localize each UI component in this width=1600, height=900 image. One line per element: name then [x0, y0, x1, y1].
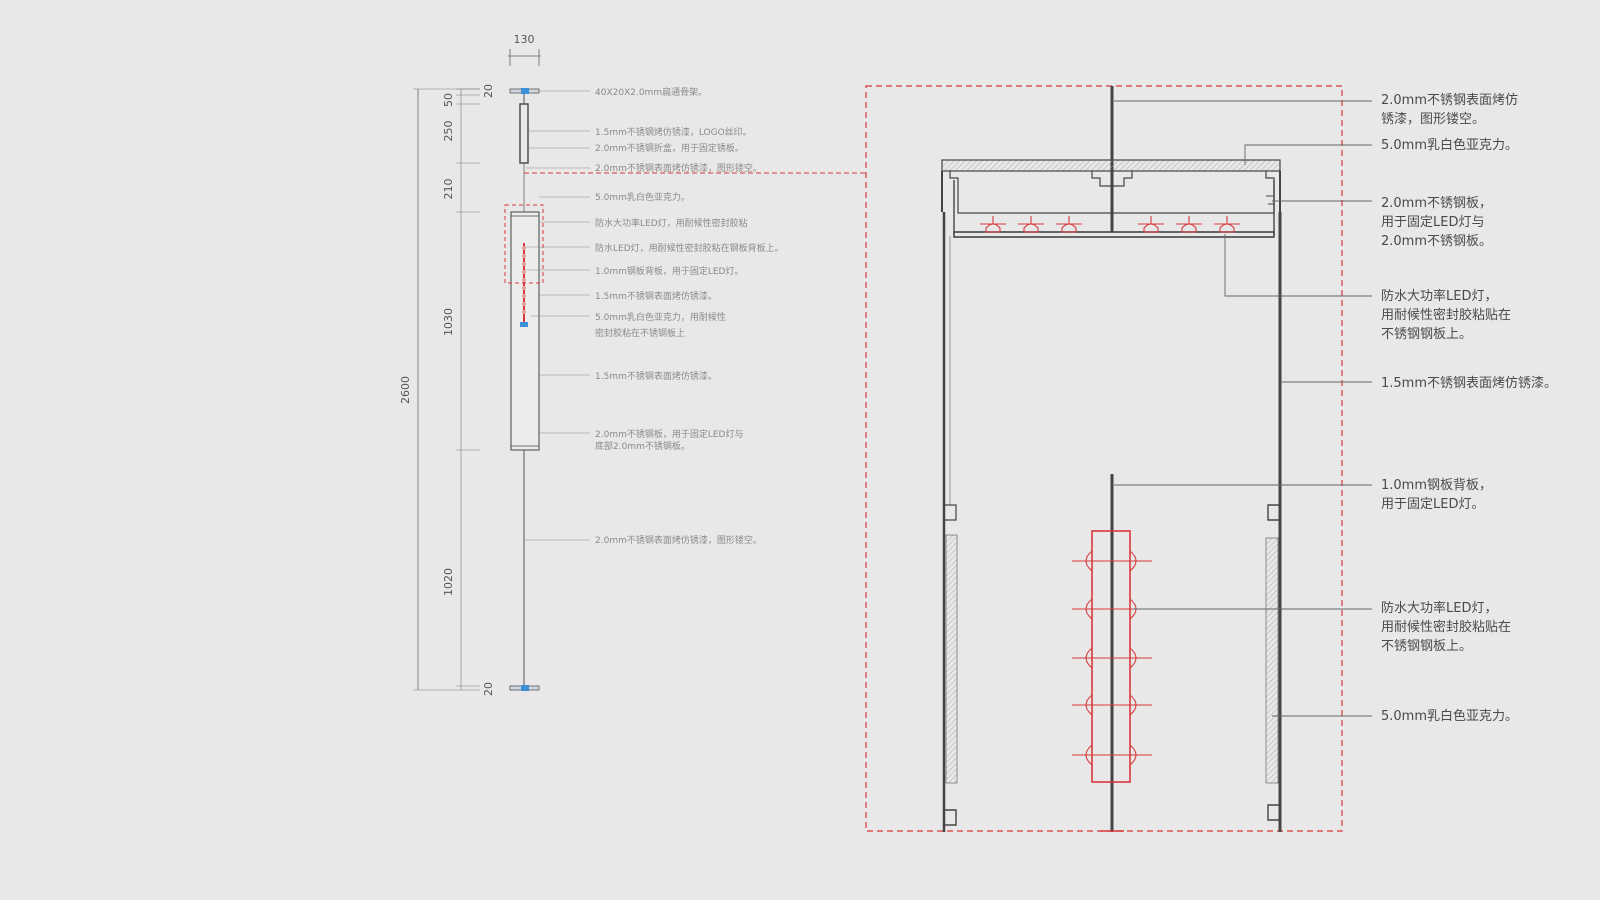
seg-210: 210 — [442, 179, 455, 200]
large-label-7-line-3: 不锈钢钢板上。 — [1381, 639, 1472, 654]
overall-dimension: 2600 — [399, 88, 480, 691]
seg-1020: 1020 — [442, 568, 455, 596]
large-label-4-line-3: 不锈钢钢板上。 — [1381, 327, 1472, 342]
left-wall — [942, 212, 958, 832]
small-leaders — [524, 90, 590, 541]
dim-width-label: 130 — [514, 33, 535, 46]
small-label-2: 1.5mm不锈钢烤仿锈漆，LOGO丝印。 — [595, 126, 752, 138]
seg-50: 50 — [442, 93, 455, 107]
width-dimension: 130 — [508, 33, 541, 66]
large-leaders — [1114, 100, 1372, 717]
small-labels: 40X20X2.0mm扁通骨架。 1.5mm不锈钢烤仿锈漆，LOGO丝印。 2.… — [595, 86, 784, 546]
large-labels: 2.0mm不锈钢表面烤仿 锈漆，图形镂空。 5.0mm乳白色亚克力。 2.0mm… — [1381, 93, 1557, 724]
small-label-14: 底部2.0mm不锈钢板。 — [595, 440, 690, 452]
small-label-11: 密封胶粘在不锈钢板上 — [595, 327, 685, 339]
seg-20-bottom: 20 — [482, 682, 495, 696]
large-label-1-line-1: 2.0mm不锈钢表面烤仿 — [1381, 93, 1518, 108]
seg-1030: 1030 — [442, 308, 455, 336]
large-detail: 2.0mm不锈钢表面烤仿 锈漆，图形镂空。 5.0mm乳白色亚克力。 2.0mm… — [865, 85, 1557, 832]
segment-dimensions: 20 50 250 210 1030 1020 20 — [442, 84, 495, 696]
small-label-6: 防水大功率LED灯，用耐候性密封胶粘 — [595, 217, 748, 229]
top-led-lamps — [980, 216, 1240, 233]
top-led-1 — [980, 216, 1006, 233]
large-label-4-line-1: 防水大功率LED灯， — [1381, 288, 1497, 304]
center-led-5 — [1072, 744, 1152, 766]
small-section: 130 2600 20 50 250 210 1030 1020 20 — [399, 33, 866, 696]
top-led-3 — [1056, 216, 1082, 233]
small-label-7: 防水LED灯，用耐候性密封胶粘在钢板背板上。 — [595, 242, 784, 254]
small-sign-body — [504, 88, 866, 691]
small-label-1: 40X20X2.0mm扁通骨架。 — [595, 86, 707, 98]
small-label-4: 2.0mm不锈钢表面烤仿锈漆，图形镂空。 — [595, 162, 762, 174]
small-label-15: 2.0mm不锈钢表面烤仿锈漆，图形镂空。 — [595, 534, 762, 546]
seg-250: 250 — [442, 121, 455, 142]
large-label-7-line-1: 防水大功率LED灯， — [1381, 600, 1497, 616]
center-led-1 — [1072, 550, 1152, 572]
seg-20-top: 20 — [482, 84, 495, 98]
small-label-8: 1.0mm钢板背板，用于固定LED灯。 — [595, 265, 743, 277]
large-label-3-line-3: 2.0mm不锈钢板。 — [1381, 234, 1492, 249]
center-led-lamps — [1072, 550, 1152, 766]
center-led-4 — [1072, 694, 1152, 716]
large-label-6-line-1: 1.0mm钢板背板， — [1381, 478, 1492, 493]
large-label-7-line-2: 用耐候性密封胶粘贴在 — [1381, 619, 1511, 635]
center-back-plate — [1091, 474, 1131, 832]
small-label-13: 2.0mm不锈钢板，用于固定LED灯与 — [595, 428, 743, 440]
large-label-2-line-1: 5.0mm乳白色亚克力。 — [1381, 137, 1518, 153]
small-led-dots — [522, 246, 526, 314]
top-led-4 — [1138, 216, 1164, 233]
small-label-5: 5.0mm乳白色亚克力。 — [595, 191, 690, 203]
small-label-3: 2.0mm不锈钢折盒，用于固定锈板。 — [595, 142, 744, 154]
top-housing — [941, 159, 1281, 238]
dim-total-label: 2600 — [399, 376, 412, 404]
large-label-3-line-1: 2.0mm不锈钢板， — [1381, 196, 1492, 211]
right-wall — [1265, 212, 1282, 832]
top-led-2 — [1018, 216, 1044, 233]
large-label-8-line-1: 5.0mm乳白色亚克力。 — [1381, 708, 1518, 724]
small-label-10: 5.0mm乳白色亚克力，用耐候性 — [595, 311, 726, 323]
top-led-5 — [1176, 216, 1202, 233]
large-label-1-line-2: 锈漆，图形镂空。 — [1381, 111, 1485, 127]
center-led-3 — [1072, 647, 1152, 669]
large-label-5-line-1: 1.5mm不锈钢表面烤仿锈漆。 — [1381, 375, 1557, 391]
large-label-3-line-2: 用于固定LED灯与 — [1381, 215, 1484, 230]
small-label-9: 1.5mm不锈钢表面烤仿锈漆。 — [595, 290, 717, 302]
small-label-12: 1.5mm不锈钢表面烤仿锈漆。 — [595, 370, 717, 382]
large-label-6-line-2: 用于固定LED灯。 — [1381, 497, 1484, 512]
large-label-4-line-2: 用耐候性密封胶粘贴在 — [1381, 307, 1511, 323]
top-led-6 — [1214, 216, 1240, 233]
